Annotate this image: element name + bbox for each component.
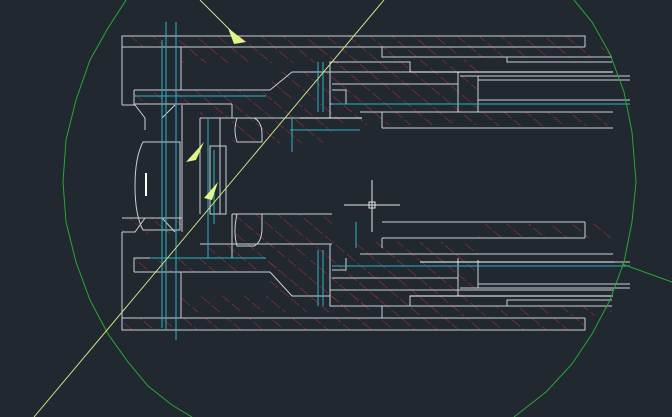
crosshair-cursor-icon[interactable] <box>344 180 400 232</box>
leader-arrow-mid-icon <box>186 142 204 162</box>
hatch-regions <box>122 36 613 330</box>
leader-arrows <box>186 28 246 200</box>
center-lines <box>134 22 630 340</box>
leader-arrow-low-icon <box>204 182 218 200</box>
boundary-circle <box>62 0 672 417</box>
leader-arrow-top-icon <box>228 28 246 44</box>
